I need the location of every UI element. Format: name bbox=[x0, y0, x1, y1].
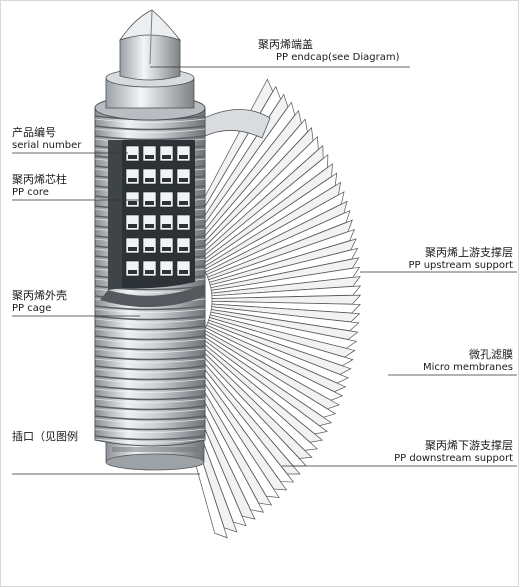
downstream-label-zh: 聚丙烯下游支撑层 bbox=[425, 439, 513, 452]
callout-upstream: 聚丙烯上游支撑层 PP upstream support bbox=[408, 246, 513, 272]
callout-endcap: 聚丙烯端盖 PP endcap(see Diagram) bbox=[258, 38, 399, 64]
callout-cage: 聚丙烯外壳 PP cage bbox=[12, 289, 67, 315]
cage-label-en: PP cage bbox=[12, 303, 52, 314]
upstream-label-zh: 聚丙烯上游支撑层 bbox=[425, 246, 513, 259]
callout-serial: 产品编号 serial number bbox=[12, 126, 81, 152]
upstream-label-en: PP upstream support bbox=[408, 260, 513, 271]
pp-endcap bbox=[94, 9, 206, 121]
pp-core-grid bbox=[125, 145, 191, 277]
membrane-label-en: Micro membranes bbox=[422, 362, 513, 373]
plug-label-zh: 插口（见图例 bbox=[12, 430, 78, 443]
callout-downstream: 聚丙烯下游支撑层 PP downstream support bbox=[394, 439, 513, 465]
core-label-zh: 聚丙烯芯柱 bbox=[12, 173, 67, 186]
serial-label-en: serial number bbox=[12, 140, 82, 151]
serial-label-zh: 产品编号 bbox=[12, 126, 56, 139]
pp-core-cutaway bbox=[100, 140, 205, 308]
endcap-label-en: PP endcap(see Diagram) bbox=[276, 52, 400, 63]
core-label-en: PP core bbox=[12, 187, 49, 198]
callout-core: 聚丙烯芯柱 PP core bbox=[12, 173, 67, 199]
downstream-label-en: PP downstream support bbox=[394, 453, 513, 464]
callout-membrane: 微孔滤膜 Micro membranes bbox=[423, 348, 513, 374]
membrane-label-zh: 微孔滤膜 bbox=[469, 348, 513, 361]
callout-plug: 插口（见图例 bbox=[12, 430, 78, 443]
endcap-label-zh: 聚丙烯端盖 bbox=[258, 38, 313, 51]
pleated-membrane-fan bbox=[166, 78, 362, 539]
cage-label-zh: 聚丙烯外壳 bbox=[12, 289, 67, 302]
callout-leader-lines bbox=[12, 66, 517, 475]
